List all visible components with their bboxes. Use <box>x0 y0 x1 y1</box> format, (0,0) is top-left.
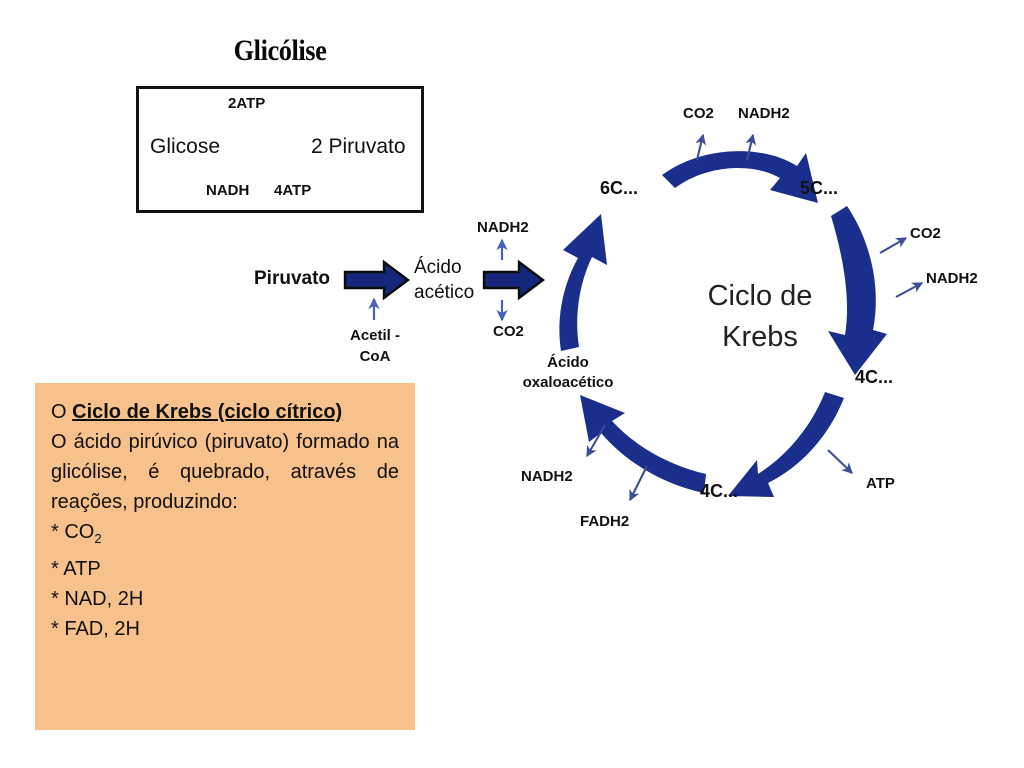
bullet-marker: * <box>51 521 59 543</box>
output-nadh2-left: NADH2 <box>521 468 573 485</box>
cycle-arc-top <box>662 151 818 203</box>
cycle-arc-left-up <box>559 214 607 351</box>
label-acetil-coa-line2: CoA <box>359 348 391 365</box>
bullet-marker: * <box>51 558 59 580</box>
node-4c-right: 4C... <box>855 367 894 387</box>
glycolysis-output-nadh: NADH <box>206 182 250 199</box>
glycolysis-title: Glicólise <box>233 34 327 67</box>
label-acetil-coa: Acetil - CoA <box>340 325 410 367</box>
acetic-to-cycle-arrow <box>482 259 545 301</box>
glycolysis-substrate-glicose: Glicose <box>150 135 221 158</box>
node-acido-oxaloacetico: Ácido oxaloacético <box>508 353 628 393</box>
output-co2-right: CO2 <box>910 225 941 242</box>
node-4c-bottom: 4C... <box>700 481 739 501</box>
info-box-bullet-list: * CO2* ATP* NAD, 2H* FAD, 2H <box>51 517 399 644</box>
output-nadh2-top: NADH2 <box>738 105 790 122</box>
info-box-bullet-item: * NAD, 2H <box>51 584 399 614</box>
krebs-cycle-title-line2: Krebs <box>722 321 798 353</box>
bullet-text: NAD, 2H <box>58 588 144 610</box>
bullet-marker: * <box>51 588 59 610</box>
pyruvate-to-acetic-arrow <box>343 259 410 301</box>
bullet-text: FAD, 2H <box>58 618 140 640</box>
bullet-marker: * <box>51 618 59 640</box>
glycolysis-box <box>136 86 424 213</box>
info-box-bullet-item: * ATP <box>51 554 399 584</box>
label-piruvato: Piruvato <box>254 268 331 289</box>
label-co2-acetic: CO2 <box>493 323 524 340</box>
label-acetil-coa-line1: Acetil - <box>349 327 400 344</box>
info-box-heading: O Ciclo de Krebs (ciclo cítrico) <box>51 397 399 427</box>
bullet-text: ATP <box>58 558 101 580</box>
cycle-arc-bottom-right <box>728 392 844 497</box>
krebs-cycle-title-line1: Ciclo de <box>707 280 813 312</box>
info-box-heading-prefix: O <box>51 401 73 423</box>
node-6c: 6C... <box>600 178 639 198</box>
output-atp-bottom: ATP <box>866 475 895 492</box>
info-box-bullet-item: * CO2 <box>51 517 399 554</box>
output-nadh2-right: NADH2 <box>926 270 978 287</box>
glycolysis-input-2atp: 2ATP <box>228 95 266 112</box>
krebs-cycle-title: Ciclo de Krebs <box>620 276 900 358</box>
info-box: O Ciclo de Krebs (ciclo cítrico) O ácido… <box>35 383 415 730</box>
label-acido-acetico: Ácido acético <box>414 255 474 305</box>
output-co2-top: CO2 <box>683 105 714 122</box>
label-acido-acetico-line1: Ácido <box>414 257 462 278</box>
bullet-text: CO <box>58 521 95 543</box>
node-acido-oxaloacetico-line1: Ácido <box>547 354 589 371</box>
output-fadh2-left: FADH2 <box>580 513 630 530</box>
bullet-subscript: 2 <box>94 531 102 546</box>
info-box-heading-bold: Ciclo de Krebs (ciclo cítrico) <box>72 401 343 423</box>
label-acido-acetico-line2: acético <box>414 282 475 303</box>
cycle-arc-bottom-left <box>580 395 706 493</box>
node-acido-oxaloacetico-line2: oxaloacético <box>522 374 614 391</box>
info-box-bullet-item: * FAD, 2H <box>51 614 399 644</box>
glycolysis-product-piruvato: 2 Piruvato <box>311 135 406 158</box>
label-nadh2-acetic: NADH2 <box>477 219 529 236</box>
node-5c: 5C... <box>800 178 839 198</box>
glycolysis-output-4atp: 4ATP <box>274 182 312 199</box>
info-box-paragraph: O ácido pirúvico (piruvato) formado na g… <box>51 431 399 513</box>
